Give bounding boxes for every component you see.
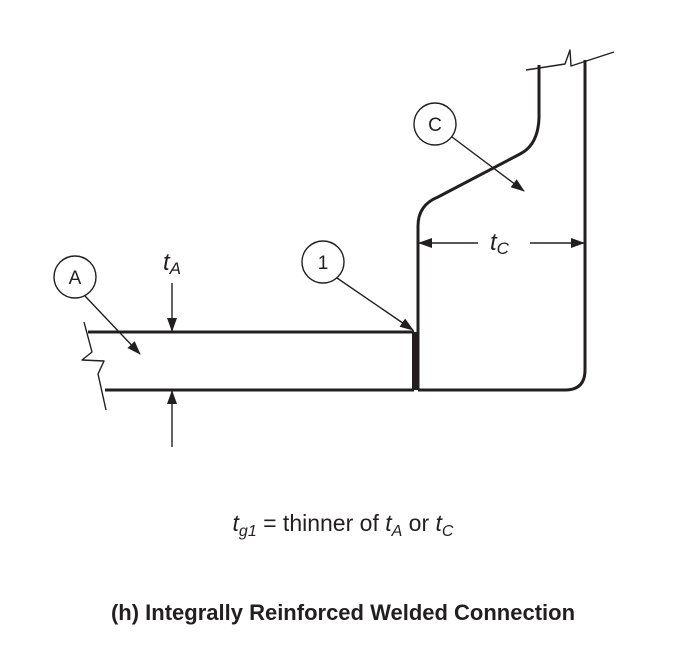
plate-a-break-line <box>81 321 107 411</box>
callout-c-leader <box>451 136 525 192</box>
callout-c-circle <box>413 102 457 146</box>
tc-label: tC <box>490 229 510 258</box>
figure-caption: (h) Integrally Reinforced Welded Connect… <box>110 600 576 625</box>
callout-a-circle <box>53 255 97 299</box>
ta-label: tA <box>163 249 181 278</box>
component-c-outer-wall <box>418 60 587 392</box>
callout-1-leader <box>336 277 414 331</box>
component-c-outline <box>416 65 541 390</box>
thickness-formula: tg1 = thinner of tA or tC <box>232 510 454 540</box>
weld-joint-1 <box>412 332 418 390</box>
callout-1-circle <box>301 240 345 284</box>
callout-a-label: A <box>69 268 82 289</box>
callout-a-leader <box>84 295 141 355</box>
callout-c-label: C <box>428 115 442 136</box>
callout-1-label: 1 <box>318 253 329 274</box>
component-c-break-line <box>525 49 615 71</box>
